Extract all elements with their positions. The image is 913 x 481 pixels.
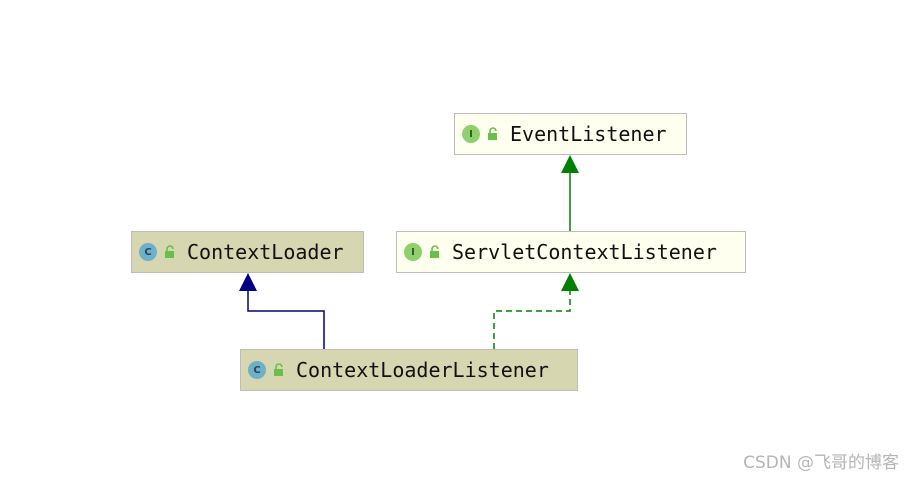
node-label: ServletContextListener: [452, 240, 717, 264]
unlocked-lock-icon: [488, 127, 497, 140]
unlocked-lock-icon: [430, 245, 439, 258]
node-contextloader[interactable]: C ContextLoader: [131, 231, 364, 273]
unlocked-lock-icon: [274, 363, 283, 376]
unlocked-lock-icon: [165, 245, 174, 258]
arrowhead-eventlistener: [561, 155, 579, 173]
class-badge-icon: C: [139, 243, 157, 261]
node-servletcontextlistener[interactable]: I ServletContextListener: [396, 231, 746, 273]
arrowhead-servletcontextlistener: [561, 273, 579, 291]
interface-badge-icon: I: [404, 243, 422, 261]
edge-contextloaderlistener-to-servletcontextlistener: [493, 290, 571, 349]
node-label: ContextLoaderListener: [296, 358, 549, 382]
node-contextloaderlistener[interactable]: C ContextLoaderListener: [240, 349, 578, 391]
node-label: ContextLoader: [187, 240, 344, 264]
interface-badge-icon: I: [462, 125, 480, 143]
node-eventlistener[interactable]: I EventListener: [454, 113, 687, 155]
watermark: CSDN @飞哥的博客: [743, 453, 899, 473]
arrowhead-contextloader: [239, 273, 257, 291]
class-badge-icon: C: [248, 361, 266, 379]
edge-contextloaderlistener-to-contextloader: [247, 290, 325, 349]
node-label: EventListener: [510, 122, 667, 146]
